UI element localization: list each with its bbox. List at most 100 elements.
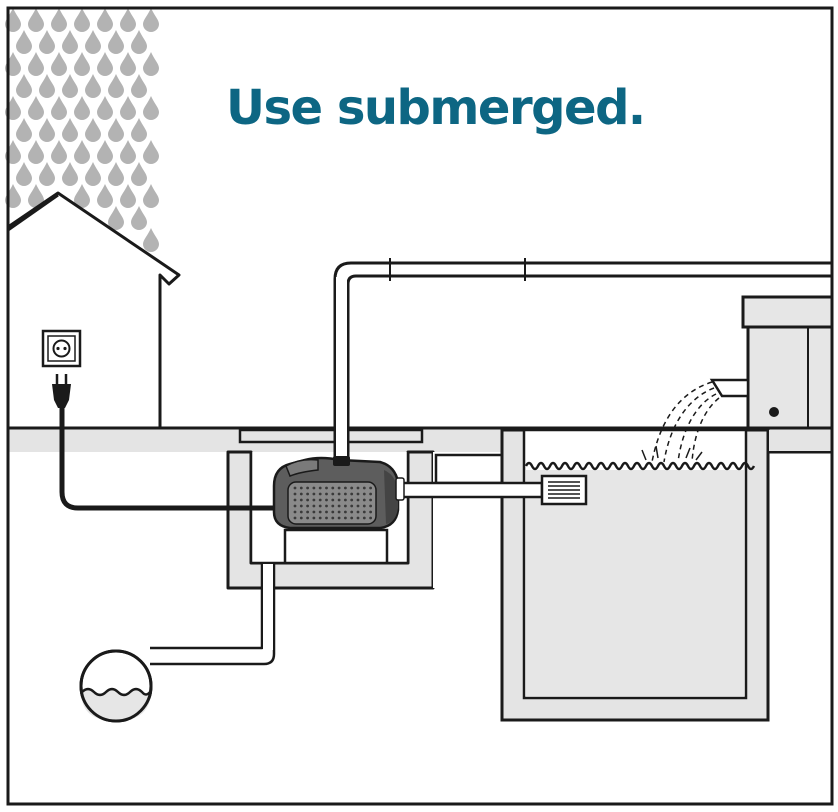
grille-hole [369, 486, 372, 490]
grille-hole [362, 486, 366, 490]
rain-drop-icon [39, 74, 55, 98]
grille-hole [312, 486, 316, 490]
rain-drop-icon [28, 8, 44, 32]
wall-socket-icon [41, 329, 82, 368]
grille-hole [362, 510, 366, 514]
rain-drop-icon [85, 30, 101, 54]
rain-drop-icon [143, 184, 159, 208]
grille-hole [312, 498, 316, 502]
water-stream [651, 381, 720, 463]
rain-drop-icon [97, 96, 113, 120]
grille-hole [293, 516, 297, 520]
grille-hole [318, 486, 322, 490]
pump-icon [272, 456, 405, 530]
grille-hole [350, 510, 354, 514]
grille-hole [356, 516, 360, 520]
rain-drop-icon [120, 8, 136, 32]
rain-drop-icon [74, 184, 90, 208]
grille-hole [337, 510, 341, 514]
rain-drop-icon [120, 140, 136, 164]
grille-hole [337, 504, 341, 508]
grille-hole [306, 510, 309, 514]
grille-hole [331, 510, 335, 514]
rain-drop-icon [85, 162, 101, 186]
rain-drop-icon [108, 118, 124, 142]
rain-drop-icon [131, 162, 147, 186]
rain-drop-icon [120, 52, 136, 76]
grille-hole [318, 510, 322, 514]
rain-drop-icon [131, 74, 147, 98]
grille-hole [350, 486, 354, 490]
grille-hole [299, 492, 303, 496]
rain-drop-icon [62, 118, 78, 142]
grille-hole [331, 516, 335, 520]
suction-pipe [398, 481, 544, 499]
grille-hole [337, 492, 341, 496]
grille-hole [318, 504, 322, 508]
discharge-pipe [333, 261, 832, 458]
grille-hole [344, 504, 347, 508]
grille-hole [312, 516, 316, 520]
rain-drop-icon [74, 96, 90, 120]
rain-drop-icon [62, 74, 78, 98]
rain-drop-icon [85, 118, 101, 142]
rain-drop-icon [51, 96, 67, 120]
rain-drop-icon [28, 184, 44, 208]
rain-drop-icon [108, 206, 124, 230]
grille-hole [306, 486, 309, 490]
grille-hole [356, 510, 360, 514]
drain-chamber-box [434, 453, 505, 485]
rain-drop-icon [143, 52, 159, 76]
rain-drop-icon [108, 30, 124, 54]
rain-drop-icon [51, 8, 67, 32]
rain-drop-icon [120, 184, 136, 208]
rain-drop-icon [85, 74, 101, 98]
grille-hole [369, 492, 372, 496]
grille-hole [325, 486, 328, 490]
drain-pipe [150, 563, 276, 666]
discharge-pipe-fill [336, 277, 347, 458]
grille-hole [325, 492, 328, 496]
filter-grate-icon [540, 474, 588, 506]
drain-pipe-fill [263, 564, 273, 650]
power-plug-icon [52, 374, 71, 408]
rain-drop-icon [143, 140, 159, 164]
grille-hole [369, 516, 372, 520]
rain-drop-icon [28, 52, 44, 76]
underground-cistern [79, 649, 153, 723]
rain-drops [5, 8, 159, 252]
grille-hole [337, 516, 341, 520]
grille-hole [344, 498, 347, 502]
frame-border [6, 6, 834, 806]
page-title: Use submerged. [226, 80, 646, 136]
grille-hole [362, 516, 366, 520]
rain-drop-icon [143, 8, 159, 32]
grille-hole [350, 504, 354, 508]
grille-hole [299, 504, 303, 508]
grille-hole [293, 498, 297, 502]
rain-drop-icon [28, 96, 44, 120]
rain-drop-icon [97, 8, 113, 32]
grille-hole [325, 516, 328, 520]
rain-drop-icon [97, 140, 113, 164]
grille-hole [293, 486, 297, 490]
rain-drop-icon [108, 74, 124, 98]
rain-drop-icon [39, 30, 55, 54]
grille-hole [331, 486, 335, 490]
grille-hole [362, 492, 366, 496]
water-feature [709, 295, 834, 430]
pump-grille [293, 486, 372, 520]
rain-drop-icon [62, 30, 78, 54]
grille-hole [325, 504, 328, 508]
grille-hole [331, 492, 335, 496]
grille-hole [299, 498, 303, 502]
rain-drop-icon [16, 74, 32, 98]
rain-drop-icon [39, 118, 55, 142]
grille-hole [306, 504, 309, 508]
grille-hole [312, 492, 316, 496]
grille-hole [312, 510, 316, 514]
grille-hole [318, 492, 322, 496]
rain-drop-icon [39, 162, 55, 186]
water-splash [641, 445, 703, 461]
rain-drop-icon [74, 8, 90, 32]
